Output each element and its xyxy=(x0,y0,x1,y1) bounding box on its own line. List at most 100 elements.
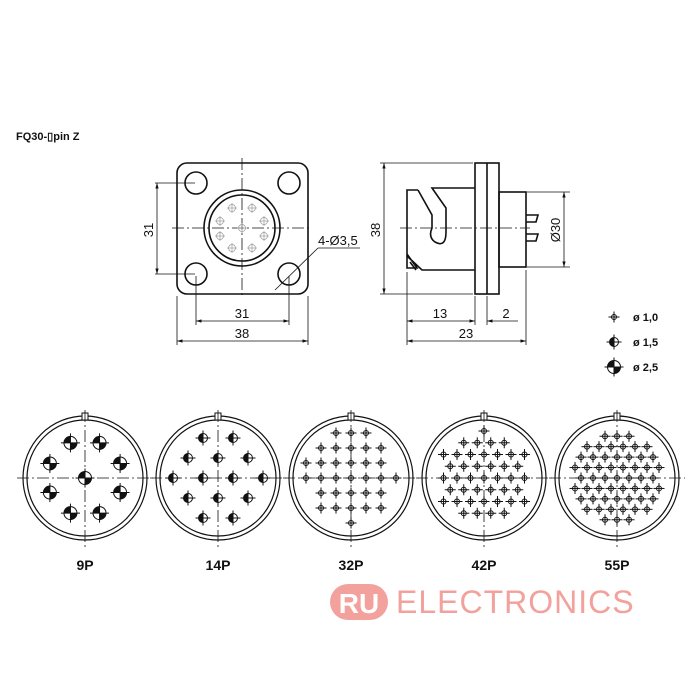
pin-1-5-icon xyxy=(210,450,226,466)
pin-2-5-icon xyxy=(110,483,130,503)
pin-1-0-icon xyxy=(315,487,327,499)
pin-1-0-icon xyxy=(300,457,312,469)
pin-1-0-icon xyxy=(330,442,342,454)
front-pin-icon xyxy=(227,243,237,253)
pin-1-0-icon xyxy=(587,493,599,505)
pin-1-0-icon xyxy=(623,430,635,442)
pin-2-5-icon xyxy=(90,433,110,453)
pin-1-0-icon xyxy=(611,430,623,442)
pin-1-5-icon xyxy=(225,510,241,526)
pin-1-0-icon xyxy=(478,425,490,437)
pin-1-0-icon xyxy=(360,457,372,469)
pin-1-5-icon xyxy=(225,430,241,446)
dim-13: 13 xyxy=(433,306,447,321)
front-pin-icon xyxy=(215,216,225,226)
legend-label-2-5: ø 2,5 xyxy=(633,362,658,374)
pin-1-0-icon xyxy=(629,441,641,453)
legend-label-1-5: ø 1,5 xyxy=(633,337,658,349)
pin-1-0-icon xyxy=(390,472,402,484)
pin-2-5-icon xyxy=(110,453,130,473)
pin-1-0-icon xyxy=(581,441,593,453)
pin-1-0-icon xyxy=(438,449,449,461)
pin-1-0-icon xyxy=(465,472,476,484)
pin-1-0-icon xyxy=(375,502,387,514)
hole-callout: 4-Ø3,5 xyxy=(318,233,358,248)
pin-1-0-icon xyxy=(505,495,517,507)
pin-1-0-icon xyxy=(492,495,503,507)
pin-1-0-icon xyxy=(498,460,510,472)
pin-1-0-icon xyxy=(593,441,605,453)
pin-1-0-icon xyxy=(360,472,372,484)
pin-1-0-icon xyxy=(451,472,463,484)
pin-1-0-icon xyxy=(345,487,357,499)
pin-1-0-icon xyxy=(498,507,510,519)
pin-1-0-icon xyxy=(605,441,617,453)
pin-1-0-icon xyxy=(375,487,387,499)
pin-1-0-icon xyxy=(575,493,587,505)
pin-1-0-icon xyxy=(605,462,617,474)
pin-1-0-icon xyxy=(519,495,530,507)
pin-1-0-icon xyxy=(438,495,449,507)
pin-1-0-icon xyxy=(647,493,659,505)
pin-1-5-icon xyxy=(180,450,196,466)
pin-1-0-icon xyxy=(345,502,357,514)
pin-1-0-icon xyxy=(345,457,357,469)
pin-1-0-icon xyxy=(315,442,327,454)
pin-1-0-icon xyxy=(611,451,623,463)
pin-1-0-icon xyxy=(569,462,581,474)
front-pin-icon xyxy=(247,203,257,213)
pin-1-0-icon xyxy=(360,487,372,499)
watermark-logo: RU ELECTRONICS xyxy=(330,584,634,620)
pin-1-0-icon xyxy=(635,493,647,505)
pin-1-0-icon xyxy=(635,451,647,463)
pin-1-0-icon xyxy=(360,502,372,514)
pin-1-0-icon xyxy=(641,503,653,515)
drawing-title: FQ30-▯pin Z xyxy=(16,131,80,143)
pin-1-0-icon xyxy=(458,460,470,472)
pin-1-5-icon xyxy=(606,334,622,350)
pin-1-0-icon xyxy=(623,472,635,484)
pin-1-0-icon xyxy=(617,441,629,453)
front-pin-icon xyxy=(247,243,257,253)
layout-label-55p: 55P xyxy=(605,557,630,573)
pin-1-5-icon xyxy=(240,450,256,466)
pin-1-0-icon xyxy=(485,484,497,496)
pin-1-0-icon xyxy=(617,482,629,494)
pin-1-0-icon xyxy=(375,457,387,469)
pin-layouts xyxy=(17,410,685,550)
pin-1-0-icon xyxy=(605,482,617,494)
pin-1-0-icon xyxy=(458,437,470,449)
pin-1-0-icon xyxy=(465,495,476,507)
pin-1-0-icon xyxy=(593,462,605,474)
pin-1-0-icon xyxy=(438,472,449,484)
pin-1-0-icon xyxy=(451,495,463,507)
pin-1-0-icon xyxy=(345,472,357,484)
pin-1-0-icon xyxy=(485,437,497,449)
pin-1-0-icon xyxy=(330,487,342,499)
front-width-dim: 38 xyxy=(235,326,249,341)
pin-1-0-icon xyxy=(465,449,476,461)
front-pin-icon xyxy=(237,223,247,233)
pin-1-0-icon xyxy=(492,449,503,461)
pin-1-0-icon xyxy=(375,442,387,454)
pin-1-0-icon xyxy=(330,472,342,484)
pin-1-0-icon xyxy=(641,462,653,474)
pin-2-5-icon xyxy=(40,453,60,473)
front-spacing-dim: 31 xyxy=(235,306,249,321)
pin-1-5-icon xyxy=(225,470,241,486)
pin-1-0-icon xyxy=(611,493,623,505)
pin-1-0-icon xyxy=(611,472,623,484)
pin-1-0-icon xyxy=(569,482,581,494)
side-diameter-dim: Ø30 xyxy=(548,218,563,243)
pin-2-5-icon xyxy=(60,433,80,453)
dim-2: 2 xyxy=(502,306,509,321)
pin-1-5-icon xyxy=(195,470,211,486)
pin-1-0-icon xyxy=(575,472,587,484)
pin-1-5-icon xyxy=(195,510,211,526)
pin-1-0-icon xyxy=(599,493,611,505)
layout-label-42p: 42P xyxy=(472,557,497,573)
pin-1-0-icon xyxy=(575,451,587,463)
pin-1-0-icon xyxy=(330,427,342,439)
pin-1-0-icon xyxy=(617,503,629,515)
